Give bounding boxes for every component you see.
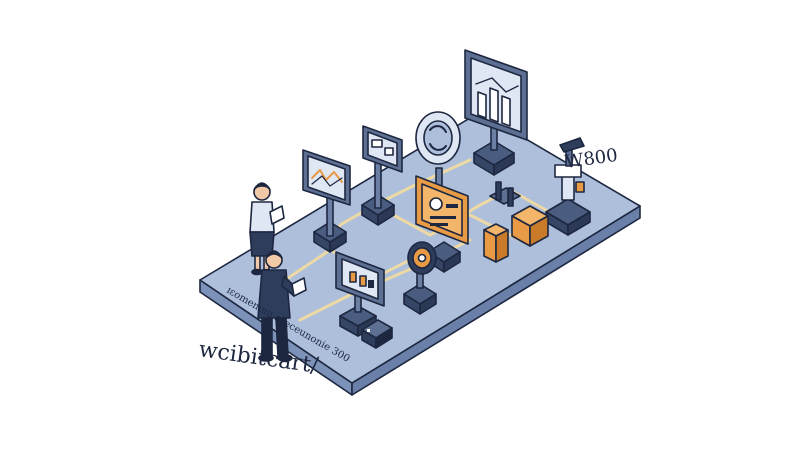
device-monitor-icon	[362, 125, 403, 173]
refresh-cycle-icon	[415, 111, 461, 165]
orange-blocks	[483, 181, 549, 263]
bar-chart-monitor-icon	[464, 49, 528, 141]
person-man	[257, 250, 307, 362]
workflow-monitor-icon	[335, 251, 385, 307]
gear-lens-icon	[407, 241, 437, 275]
trend-monitor-icon	[302, 149, 351, 206]
settings-panel-icon	[415, 175, 469, 245]
server-block-icon	[361, 319, 393, 349]
robot-arm-icon	[554, 137, 585, 201]
